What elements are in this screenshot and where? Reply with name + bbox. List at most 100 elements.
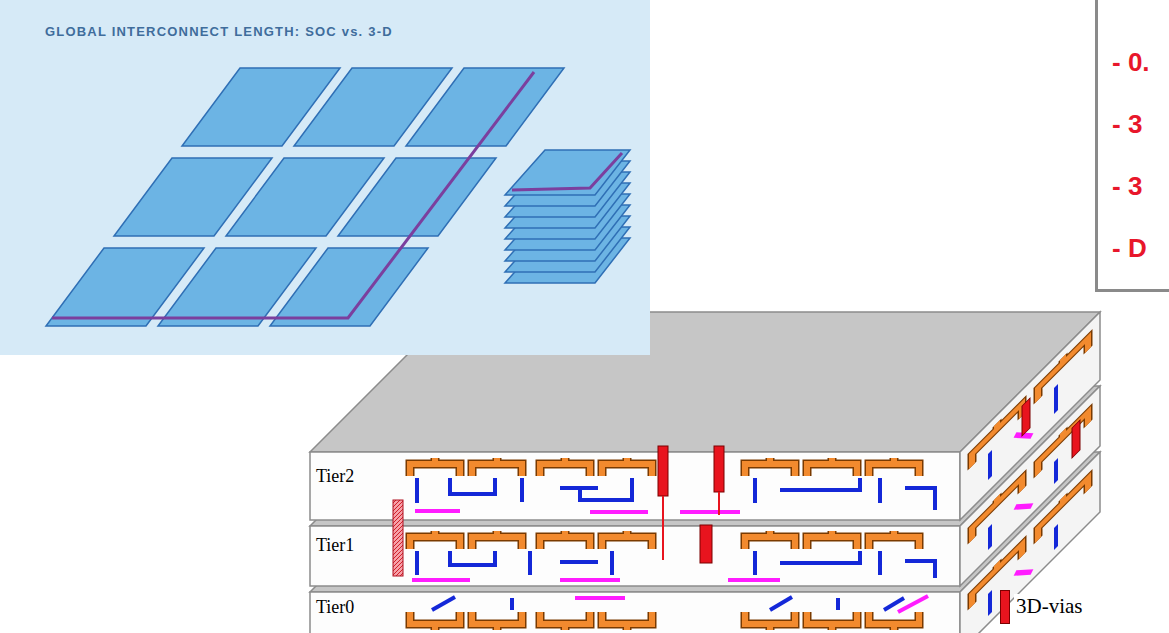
tier1-side-part	[1072, 420, 1080, 458]
tier0-devices-part	[540, 612, 590, 630]
tier1-wires-part	[780, 551, 860, 563]
tier1-devices-part	[540, 531, 590, 549]
tier0-block-part	[310, 592, 960, 633]
tier2-block-part	[310, 452, 960, 520]
tier2-wires-part	[780, 478, 860, 490]
tier2-links	[415, 511, 740, 512]
tier-slab: Tier1	[310, 526, 960, 586]
tier1-links-part	[560, 578, 620, 582]
tier2-wires-part	[520, 478, 524, 502]
3d-vias-part	[658, 446, 668, 496]
tier2-side-part	[972, 398, 1022, 466]
tier2-links-part	[415, 509, 460, 513]
tier-label: Tier1	[314, 535, 356, 555]
tier0-devices-part	[472, 612, 522, 630]
tier1-wires-part	[528, 551, 532, 575]
tier0-wires-part	[770, 597, 792, 610]
tier2-wires	[417, 478, 935, 510]
tier0-wires-part	[432, 597, 455, 610]
tier2-wires-part	[450, 478, 495, 494]
tier2-wires-part	[753, 478, 757, 503]
tier0-side-part	[1015, 556, 1032, 589]
tier-slab: Tier0	[310, 592, 960, 633]
tier1-devices-part	[410, 531, 460, 549]
tier1-devices-part	[807, 531, 857, 549]
tier0-devices	[410, 612, 919, 630]
tier1-wires	[417, 551, 935, 578]
tier1-wires-part	[753, 551, 757, 575]
legend-text: 3D-vias	[1014, 594, 1085, 618]
tier2-wires-part	[905, 488, 935, 510]
tier0-links-part	[575, 596, 625, 600]
tier1-wires-part	[878, 551, 882, 575]
legend-swatch	[1000, 590, 1010, 624]
tier1-devices-part	[602, 531, 652, 549]
tier-label: Tier2	[314, 466, 356, 486]
tier1-devices-part	[869, 531, 919, 549]
tier1-side-part	[1015, 490, 1032, 523]
3d-vias-part	[662, 496, 664, 560]
tier2-wires-part	[878, 478, 882, 503]
3d-vias	[393, 446, 724, 576]
tier1-links-part	[728, 578, 780, 582]
soc-interconnect	[52, 72, 534, 318]
3d-stack	[505, 150, 630, 283]
callout-text: - D	[1112, 233, 1169, 263]
tier1-links	[412, 578, 780, 582]
tier1-wires-part	[450, 551, 495, 565]
soc-tiles-part	[406, 68, 564, 146]
tier1-devices-part	[472, 531, 522, 549]
3d-vias-part	[718, 492, 720, 515]
3d-vias-part	[700, 525, 712, 563]
tier0-devices-part	[745, 612, 795, 630]
tier0-devices-part	[869, 612, 919, 630]
tier2-side-part	[1038, 332, 1088, 400]
tier0-devices-part	[410, 612, 460, 630]
tier2-wires-part	[415, 478, 419, 503]
callout-text: - 3	[1112, 171, 1169, 201]
tier2-side	[972, 332, 1088, 496]
tier1-wires-part	[415, 551, 419, 575]
tier-label: Tier0	[314, 597, 356, 617]
callout-text: - 3	[1112, 109, 1169, 139]
3d-stack-part	[505, 150, 630, 195]
inset-panel-part	[0, 0, 650, 355]
tier2-wires-part	[580, 478, 632, 500]
tier2-side-part	[990, 386, 1056, 478]
tier2-devices-part	[410, 458, 460, 476]
tier1-wires-part	[610, 551, 614, 575]
tier1-devices-part	[745, 531, 795, 549]
tier1-devices	[410, 531, 919, 549]
tier2-devices-part	[472, 458, 522, 476]
soc-tiles	[46, 68, 564, 326]
tier2-links-part	[680, 510, 740, 514]
tier2-devices-part	[745, 458, 795, 476]
tier2-devices-part	[540, 458, 590, 476]
3d-interconnect	[512, 153, 622, 190]
tier1-wires-part	[560, 560, 598, 564]
tier2-devices-part	[807, 458, 857, 476]
tier1-links-part	[412, 578, 470, 582]
tier0-links-part	[898, 596, 928, 612]
tier2-block-part	[960, 312, 1100, 520]
3d-vias-part	[393, 500, 403, 576]
tier0-wires	[432, 597, 904, 610]
tier0-links	[575, 596, 928, 612]
tier0-devices-part	[807, 612, 857, 630]
tier0-devices-part	[602, 612, 652, 630]
tier2-devices-part	[869, 458, 919, 476]
callout-text: - 0.	[1112, 47, 1169, 77]
tier1-block-part	[310, 526, 960, 586]
tier0-wires-part	[836, 598, 840, 610]
tier2-side-part	[1022, 398, 1030, 436]
inset-title: GLOBAL INTERCONNECT LENGTH: SOC vs. 3-D	[45, 24, 393, 39]
callout-box: - 0. - 3 - 3 - D	[1095, 0, 1169, 292]
inset-panel	[0, 0, 650, 355]
tier0-wires-part	[510, 598, 514, 610]
3d-vias-part	[714, 446, 724, 492]
tier2-links-part	[590, 510, 648, 514]
tier1-wires-part	[905, 561, 935, 578]
tier2-devices-part	[602, 458, 652, 476]
